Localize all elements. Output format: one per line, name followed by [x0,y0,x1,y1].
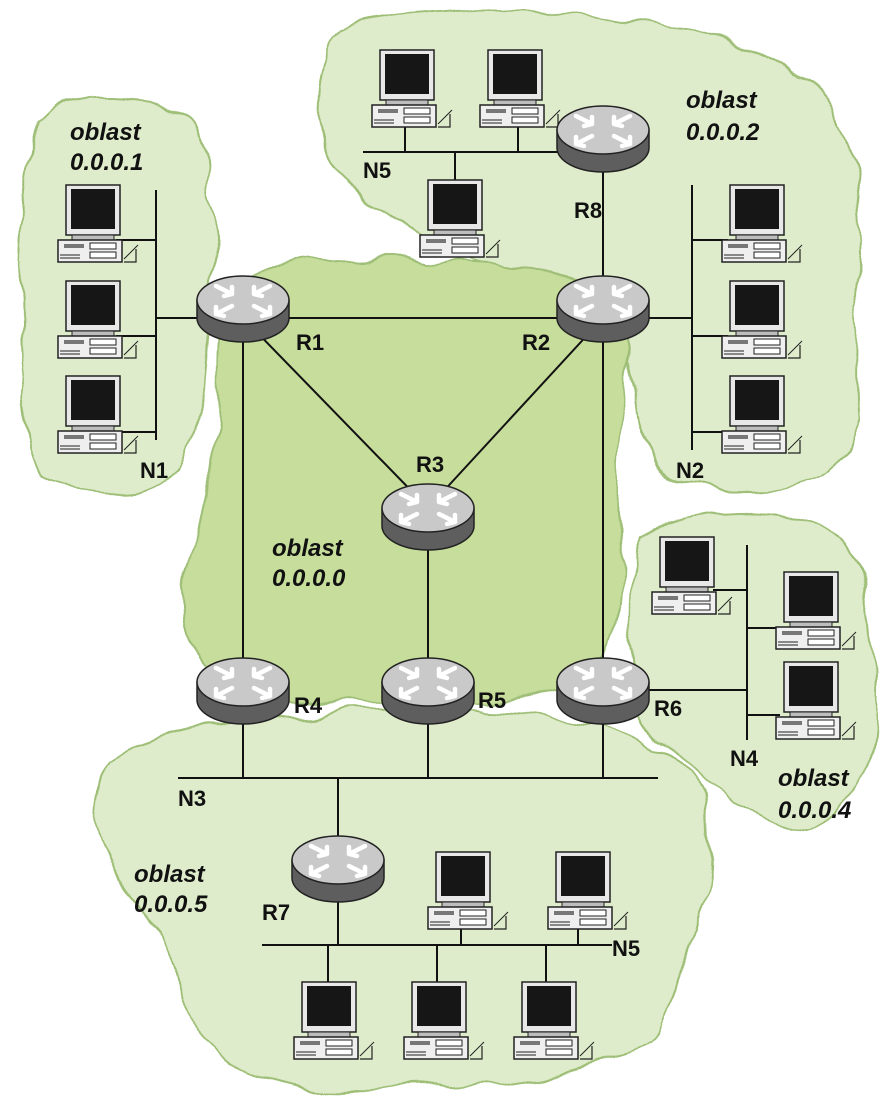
network-label-n5-top: N5 [363,158,391,183]
area-label-0.0.0.2: oblast 0.0.0.2 [686,87,763,146]
router-labels: R1 R2 R3 R4 R5 R6 R7 R8 [262,198,682,925]
router-icon [197,658,289,724]
router-icon [557,106,649,172]
router-label-r3: R3 [416,452,444,477]
router-label-r8: R8 [574,198,602,223]
router-icon [197,276,289,342]
network-label-n4: N4 [730,746,759,771]
area-label-0.0.0.1: oblast 0.0.0.1 [70,119,147,176]
router-label-r7: R7 [262,900,290,925]
links [116,108,780,985]
router-icon [292,836,384,902]
area-labels: oblast 0.0.0.1 oblast 0.0.0.2 oblast 0.0… [70,87,855,918]
router-label-r4: R4 [294,693,323,718]
area-label-0.0.0.5: oblast 0.0.0.5 [134,861,211,918]
router-icon [382,484,474,550]
area-label-0.0.0.4: oblast 0.0.0.4 [778,765,855,824]
router-label-r6: R6 [654,696,682,721]
router-label-r1: R1 [296,330,324,355]
network-label-n3: N3 [178,786,206,811]
network-label-n5-bottom: N5 [612,936,640,961]
cloud-area-0.0.0.2 [316,11,863,492]
router-icon [557,276,649,342]
router-label-r5: R5 [478,688,506,713]
router-icon [557,658,649,724]
router-label-r2: R2 [522,330,550,355]
network-labels: N1 N2 N3 N4 N5 N5 [140,158,759,961]
network-label-n2: N2 [676,458,704,483]
router-icon [382,658,474,724]
network-label-n1: N1 [140,458,168,483]
area-label-0.0.0.0: oblast 0.0.0.0 [272,535,349,592]
